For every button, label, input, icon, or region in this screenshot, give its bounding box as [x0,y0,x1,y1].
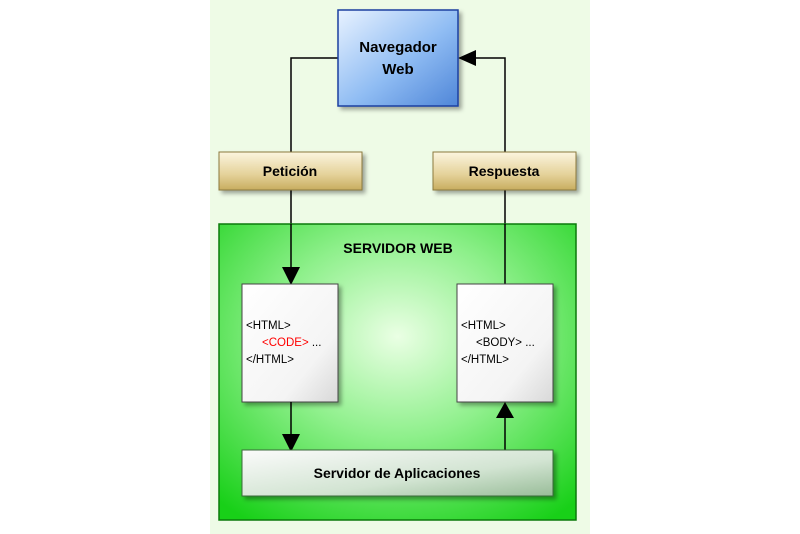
to-appserver-arrowhead-icon [282,434,300,452]
source-doc-line3: </HTML> [246,354,294,366]
request-label-box: Petición [218,151,363,191]
from-appserver-arrowhead-icon [496,402,514,418]
code-rest: ... [309,337,322,349]
browser-label-line1: Navegador [359,39,437,56]
output-doc-line2: <BODY> ... [476,337,535,349]
request-arrowhead-inner-icon [282,267,300,285]
response-arrowhead-icon [458,50,476,66]
response-line [470,57,506,284]
browser-box: Navegador Web [337,9,459,107]
source-doc-line1: <HTML> [246,320,291,332]
source-doc-line2: <CODE> ... [262,337,321,349]
output-doc-line1: <HTML> [461,320,506,332]
source-html-document: <HTML> <CODE> ... </HTML> [241,283,339,403]
request-line [290,57,338,272]
output-html-document: <HTML> <BODY> ... </HTML> [456,283,554,403]
request-label: Petición [263,163,317,179]
application-server-label: Servidor de Aplicaciones [314,465,481,481]
inner-connectors [290,224,506,284]
response-label: Respuesta [469,163,540,179]
code-tag: <CODE> [262,337,309,349]
application-server-box: Servidor de Aplicaciones [241,449,554,497]
web-server-title: SERVIDOR WEB [343,240,452,256]
app-connectors [290,402,506,450]
response-label-box: Respuesta [432,151,577,191]
browser-label-line2: Web [382,61,413,78]
output-doc-line3: </HTML> [461,354,509,366]
